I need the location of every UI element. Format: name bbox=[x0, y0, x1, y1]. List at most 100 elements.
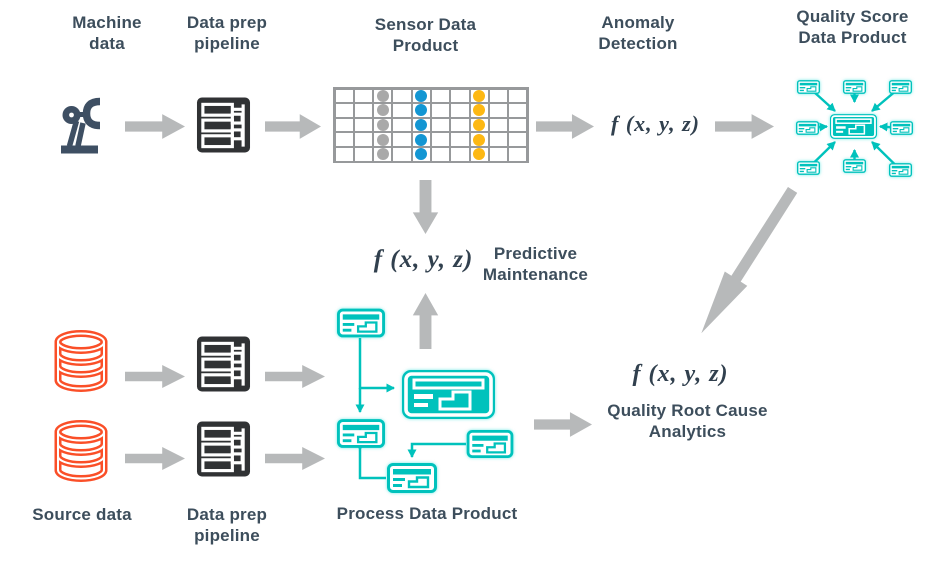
sensor-grid-cell bbox=[393, 89, 411, 103]
process-card-right-icon bbox=[466, 430, 514, 458]
arrow-prep2-to-process bbox=[265, 447, 325, 470]
sensor-grid-cell bbox=[470, 104, 488, 117]
quality-satellite-card-icon bbox=[889, 78, 912, 96]
quality-satellite-card-icon bbox=[797, 159, 820, 177]
label-quality-score-data-product: Quality Score Data Product bbox=[796, 7, 909, 47]
sensor-grid-cell bbox=[354, 133, 373, 146]
sensor-dot-yellow bbox=[473, 104, 486, 117]
sensor-grid-cell bbox=[412, 89, 430, 103]
sensor-grid-cell bbox=[489, 89, 508, 103]
sensor-grid-cell bbox=[354, 147, 373, 161]
source-database-icon-1 bbox=[51, 329, 111, 393]
sensor-dot-gray bbox=[376, 89, 389, 102]
sensor-grid-cell bbox=[451, 89, 469, 103]
sensor-grid-cell bbox=[431, 104, 450, 117]
data-prep-pipeline-icon-top bbox=[196, 96, 251, 154]
arrow-sensor-to-anomaly bbox=[536, 114, 594, 139]
sensor-grid-cell bbox=[374, 104, 392, 117]
sensor-grid-cell bbox=[354, 118, 373, 132]
arrow-source2-to-prep bbox=[125, 447, 185, 470]
sensor-grid-cell bbox=[374, 133, 392, 146]
sensor-grid-cell bbox=[509, 104, 527, 117]
sensor-grid-cell bbox=[489, 147, 508, 161]
process-tree-connectors bbox=[355, 338, 466, 480]
label-anomaly-detection: Anomaly Detection bbox=[598, 13, 678, 53]
sensor-dot-gray bbox=[376, 104, 389, 117]
sensor-dot-yellow bbox=[473, 118, 486, 131]
sensor-grid-cell bbox=[393, 147, 411, 161]
quality-satellite-card-icon bbox=[796, 119, 819, 137]
sensor-grid-cell bbox=[335, 89, 353, 103]
label-sensor-data-product: Sensor Data Product bbox=[374, 15, 477, 55]
sensor-grid-cell bbox=[374, 89, 392, 103]
label-source-data: Source data bbox=[32, 505, 132, 524]
label-quality-root-cause: Quality Root Cause Analytics bbox=[607, 401, 768, 441]
sensor-dot-blue bbox=[415, 133, 428, 146]
sensor-grid-cell bbox=[412, 133, 430, 146]
sensor-grid-cell bbox=[470, 118, 488, 132]
source-database-icon-2 bbox=[51, 419, 111, 483]
sensor-grid-cell bbox=[470, 133, 488, 146]
sensor-grid-cell bbox=[335, 147, 353, 161]
sensor-grid-cell bbox=[393, 118, 411, 132]
arrow-source1-to-prep bbox=[125, 365, 185, 388]
sensor-grid-cell bbox=[335, 104, 353, 117]
formula-predictive-maintenance: f (x, y, z) bbox=[373, 246, 474, 273]
sensor-grid-cell bbox=[451, 118, 469, 132]
sensor-dot-yellow bbox=[473, 89, 486, 102]
sensor-grid-cell bbox=[451, 133, 469, 146]
sensor-grid-cell bbox=[412, 147, 430, 161]
quality-center-card-icon bbox=[830, 105, 877, 148]
sensor-grid-cell bbox=[489, 133, 508, 146]
sensor-grid-cell bbox=[451, 147, 469, 161]
formula-anomaly-detection: f (x, y, z) bbox=[611, 111, 700, 136]
sensor-grid-cell bbox=[431, 118, 450, 132]
sensor-grid bbox=[333, 87, 529, 163]
arrow-prep-to-sensor bbox=[265, 114, 321, 139]
quality-satellite-card-icon bbox=[890, 119, 913, 137]
quality-satellite-card-icon bbox=[797, 78, 820, 96]
sensor-grid-cell bbox=[509, 118, 527, 132]
sensor-grid-cell bbox=[509, 133, 527, 146]
quality-satellite-card-icon bbox=[889, 161, 912, 179]
robot-arm-icon bbox=[55, 94, 107, 154]
sensor-dot-gray bbox=[376, 118, 389, 131]
sensor-dot-yellow bbox=[473, 133, 486, 146]
sensor-grid-cell bbox=[374, 147, 392, 161]
process-center-card-icon bbox=[402, 370, 495, 419]
quality-satellite-card-icon bbox=[843, 157, 866, 175]
data-prep-pipeline-icon-bottom-2 bbox=[196, 420, 251, 478]
sensor-grid-cell bbox=[470, 89, 488, 103]
formula-root-cause: f (x, y, z) bbox=[632, 361, 729, 387]
quality-satellite-card-icon bbox=[843, 78, 866, 96]
label-predictive-maintenance: Predictive Maintenance bbox=[482, 244, 589, 284]
label-process-data-product: Process Data Product bbox=[336, 504, 518, 523]
sensor-dot-blue bbox=[415, 148, 428, 161]
sensor-grid-cell bbox=[354, 104, 373, 117]
sensor-grid-cell bbox=[412, 104, 430, 117]
sensor-grid-cell bbox=[489, 118, 508, 132]
sensor-dot-blue bbox=[415, 104, 428, 117]
sensor-dot-blue bbox=[415, 89, 428, 102]
arrow-sensor-to-predictive bbox=[412, 180, 439, 234]
arrow-quality-to-rootcause bbox=[689, 182, 805, 341]
sensor-grid-cell bbox=[412, 118, 430, 132]
sensor-grid-cell bbox=[451, 104, 469, 117]
data-prep-pipeline-icon-bottom-1 bbox=[196, 335, 251, 393]
arrow-anomaly-to-quality bbox=[715, 114, 774, 139]
sensor-dot-yellow bbox=[473, 148, 486, 161]
sensor-grid-cell bbox=[431, 133, 450, 146]
sensor-grid-cell bbox=[393, 133, 411, 146]
sensor-grid-cell bbox=[509, 89, 527, 103]
sensor-dot-gray bbox=[376, 133, 389, 146]
sensor-grid-cell bbox=[431, 89, 450, 103]
sensor-grid-cell bbox=[431, 147, 450, 161]
sensor-grid-cell bbox=[509, 147, 527, 161]
sensor-grid-cell bbox=[470, 147, 488, 161]
arrow-machine-to-prep bbox=[125, 114, 185, 139]
sensor-dot-blue bbox=[415, 118, 428, 131]
process-card-top-icon bbox=[337, 308, 385, 338]
process-card-bottom-icon bbox=[387, 463, 437, 493]
arrow-prep1-to-process bbox=[265, 365, 325, 388]
